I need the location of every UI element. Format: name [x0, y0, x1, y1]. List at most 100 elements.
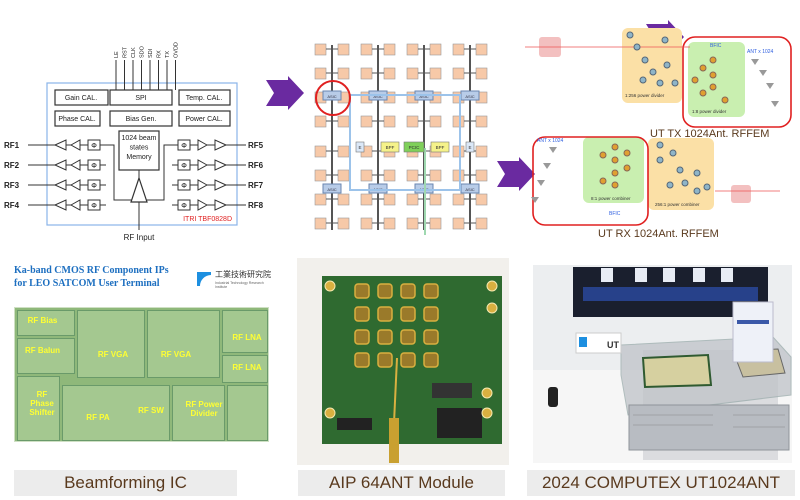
bfic-node	[611, 169, 619, 177]
temp-cal-label: Temp. CAL.	[186, 95, 223, 102]
asic-label: ASIC	[327, 187, 336, 192]
pcic-block-label: PCIC	[409, 145, 421, 150]
antenna-icon	[531, 197, 539, 203]
antenna-patch	[354, 306, 370, 322]
antenna-tile	[383, 43, 396, 56]
combiner-line	[106, 144, 139, 201]
asic-chip	[368, 183, 388, 194]
circuit-block	[172, 385, 225, 441]
tx-bfic-box	[688, 42, 745, 117]
tx-ant-label: ANT x 1024	[747, 49, 774, 55]
antenna-tile	[337, 145, 350, 158]
antenna-icon	[549, 147, 557, 153]
tx-bfic-label: BFIC	[710, 43, 722, 49]
rf-port-label: RF8	[248, 201, 264, 210]
antenna-tile	[429, 115, 442, 128]
rf-input-label: RF Input	[124, 233, 155, 242]
antenna-tile	[337, 193, 350, 206]
antenna-tile	[475, 169, 488, 182]
antenna-patch	[354, 329, 370, 345]
antenna-tile	[452, 43, 465, 56]
asic-chip	[322, 183, 342, 194]
bfic-node	[699, 64, 707, 72]
antenna-tile	[337, 67, 350, 80]
mounting-hole	[486, 280, 498, 292]
asic-label: ASIC	[373, 94, 382, 99]
spi-pin-label: CLK	[131, 47, 137, 58]
combiner-node	[656, 141, 664, 149]
spi-pin-label: TX	[165, 51, 171, 58]
mounting-hole	[481, 407, 493, 419]
tx-title: UT TX 1024Ant. RFFEM	[650, 128, 769, 140]
attenuator-icon	[69, 199, 81, 211]
antenna-tile	[429, 217, 442, 230]
bfic-node	[599, 151, 607, 159]
antenna-tile	[383, 217, 396, 230]
antenna-tile	[314, 67, 327, 80]
antenna-tile	[475, 67, 488, 80]
phase-symbol: Φ	[181, 203, 187, 210]
rf-port-label: RF7	[248, 181, 264, 190]
attenuator-icon	[69, 159, 81, 171]
combiner-line	[139, 144, 172, 201]
divider-node	[633, 43, 641, 51]
rf-port-label: RF3	[4, 181, 20, 190]
antenna-tile	[429, 169, 442, 182]
spi-pin-label: LE	[114, 51, 120, 58]
info-card	[732, 301, 774, 363]
booth-sign	[575, 332, 622, 354]
spi-pin-label: SDI	[148, 48, 154, 58]
circuit-block	[147, 310, 220, 378]
circuit-block	[17, 338, 75, 374]
asic-label: ASIC	[419, 94, 428, 99]
asic-label: ASIC	[327, 94, 336, 99]
antenna-tile	[360, 193, 373, 206]
rf-port-label: RF1	[4, 141, 20, 150]
mounting-hole	[324, 280, 336, 292]
antenna-tile	[429, 193, 442, 206]
antenna-patch	[423, 306, 439, 322]
memory-label: states	[130, 145, 149, 152]
divider-node	[626, 31, 634, 39]
bfic-node	[599, 177, 607, 185]
tx-highlight-box	[682, 36, 792, 128]
bpf-block-label: BPF	[386, 145, 395, 150]
bfic-node	[611, 181, 619, 189]
antenna-tile	[360, 67, 373, 80]
rx-title: UT RX 1024Ant. RFFEM	[598, 228, 719, 240]
chip-block-label: RF LNA	[232, 333, 262, 342]
chip-block-label: RF Phase Shifter	[29, 390, 55, 417]
part-number: ITRI TBF0828D	[183, 216, 232, 223]
antenna-patch	[377, 329, 393, 345]
pin-header	[337, 418, 372, 430]
antenna-panel	[641, 353, 713, 389]
antenna-patch	[377, 352, 393, 368]
rf-port-label: RF6	[248, 161, 264, 170]
antenna-tile	[360, 217, 373, 230]
module-pcb-image	[322, 276, 502, 463]
circuit-block	[17, 376, 60, 441]
phase-symbol: Φ	[91, 183, 97, 190]
bfic-node	[611, 156, 619, 164]
chip-block-label: RF Power Divider	[185, 400, 223, 418]
spi-pin-label: RST	[123, 46, 129, 58]
tx-divider-large-label: 1:256 power divider	[625, 93, 665, 98]
antenna-tile	[360, 169, 373, 182]
chip-title: Ka-band CMOS RF Component IPs for LEO SA…	[14, 264, 194, 290]
phase-shifter-block	[177, 159, 191, 171]
memory-label: Memory	[126, 154, 152, 161]
arrow-icon	[266, 76, 304, 110]
phase-symbol: Φ	[91, 203, 97, 210]
attenuator-icon	[197, 159, 209, 171]
bfic-node	[623, 164, 631, 172]
antenna-patch	[423, 283, 439, 299]
chip-block-label: RF SW	[138, 406, 164, 415]
phase-shifter-block	[177, 199, 191, 211]
phase-symbol: Φ	[91, 163, 97, 170]
divider-node	[639, 76, 647, 84]
combiner-node	[676, 166, 684, 174]
amplifier-icon	[214, 179, 228, 191]
edge-connector	[437, 408, 482, 438]
asic-label: ASIC	[465, 187, 474, 192]
